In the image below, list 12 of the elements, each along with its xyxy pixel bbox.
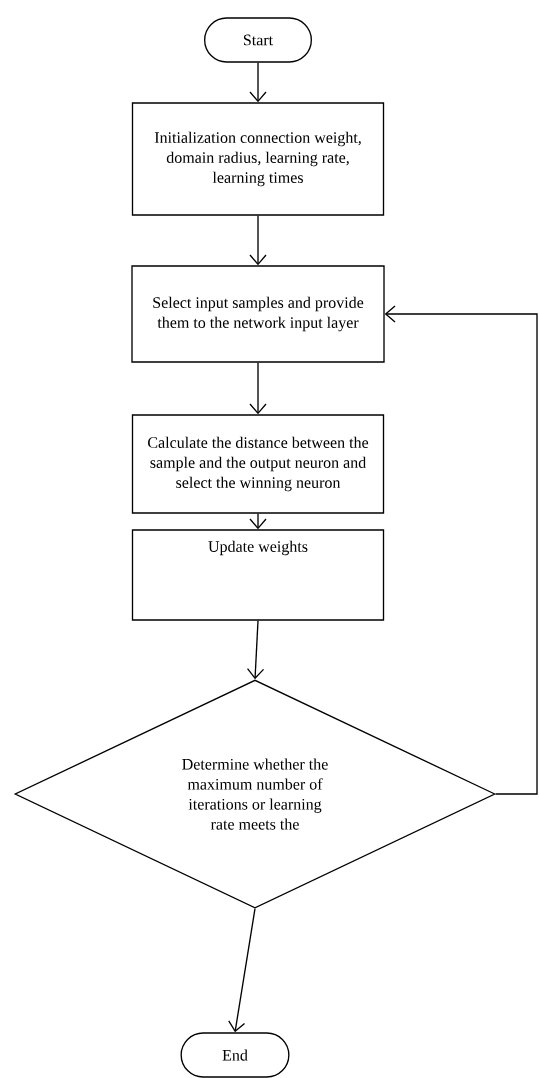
end-terminal: End [180,1032,290,1078]
arrow [246,620,265,680]
arrow [249,362,267,415]
process-box: Initialization connection weight, domain radius, learning rate, learning times [131,102,385,216]
arrow [228,908,256,1033]
start-terminal: Start [204,17,312,63]
process-box: Select input samples and provide them to the network input layer [131,265,385,363]
process-box: Calculate the distance between the sample and the output neuron and select the winning neuron [131,414,385,514]
process-box: Update weights [131,529,385,621]
arrow [384,305,538,795]
arrow [249,215,267,266]
arrow [249,62,267,103]
